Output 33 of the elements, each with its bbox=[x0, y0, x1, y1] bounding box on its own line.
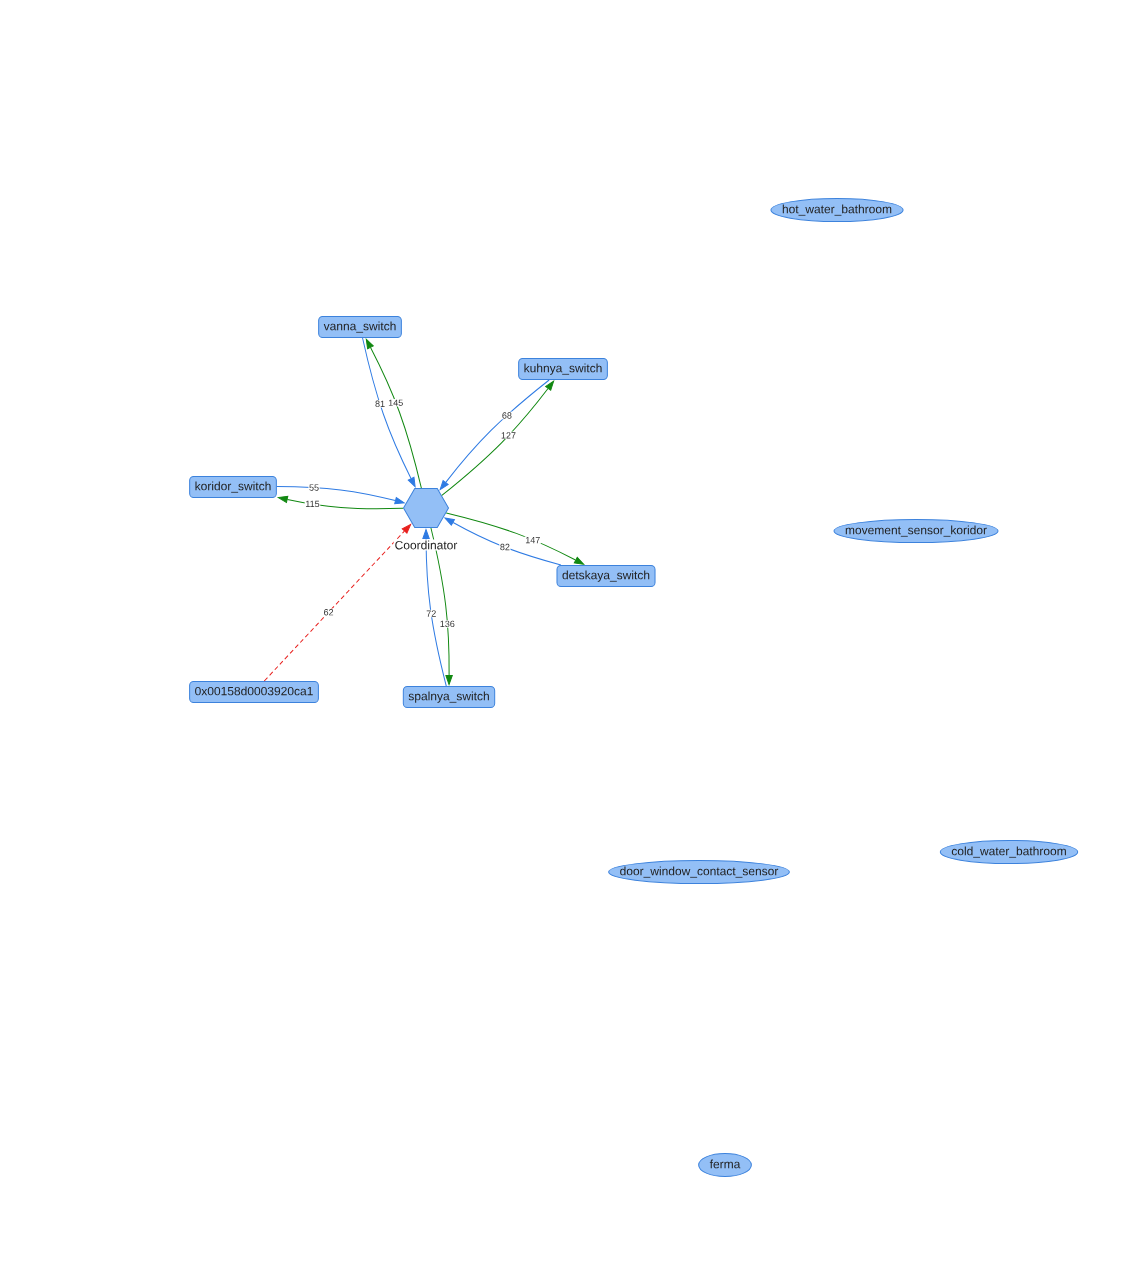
ellipse-node: hot_water_bathroom bbox=[770, 198, 904, 222]
edge-label: 82 bbox=[499, 543, 511, 551]
rounded-box: 0x00158d0003920ca1 bbox=[189, 681, 319, 703]
rounded-box: vanna_switch bbox=[318, 316, 402, 338]
arrow bbox=[277, 495, 404, 510]
rounded-box: detskaya_switch bbox=[556, 565, 656, 587]
ellipse-node: cold_water_bathroom bbox=[939, 840, 1079, 864]
ellipse-node: movement_sensor_koridor bbox=[833, 519, 999, 543]
edge-label: 62 bbox=[322, 608, 335, 616]
edge-label: 147 bbox=[524, 536, 541, 544]
arrow bbox=[444, 517, 562, 566]
edge-label: 72 bbox=[425, 609, 437, 618]
rounded-box: kuhnya_switch bbox=[518, 358, 608, 380]
arrow bbox=[422, 529, 447, 687]
arrow bbox=[276, 485, 405, 505]
rounded-box: koridor_switch bbox=[189, 476, 277, 498]
node-label: Coordinator bbox=[393, 539, 459, 551]
arrow bbox=[362, 337, 416, 488]
hexagon-node bbox=[403, 488, 449, 528]
edge-label: 145 bbox=[387, 399, 404, 407]
arrow bbox=[445, 512, 585, 565]
arrow bbox=[430, 527, 453, 685]
edge-label: 127 bbox=[500, 431, 517, 440]
edge-label: 55 bbox=[308, 483, 320, 492]
ellipse-node: ferma bbox=[698, 1153, 752, 1177]
edge-label: 81 bbox=[374, 400, 386, 408]
edge-label: 136 bbox=[439, 620, 456, 628]
edge-label: 68 bbox=[501, 411, 513, 420]
ellipse-node: door_window_contact_sensor bbox=[608, 860, 790, 884]
arrow bbox=[263, 523, 412, 682]
arrow bbox=[365, 338, 422, 489]
edge-label: 115 bbox=[304, 500, 321, 508]
rounded-box: spalnya_switch bbox=[402, 686, 496, 708]
